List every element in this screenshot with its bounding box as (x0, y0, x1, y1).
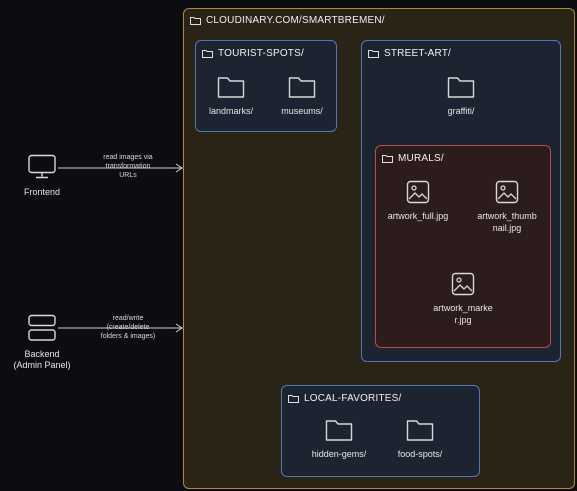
edge-label-line: read images via (103, 154, 153, 161)
folder-node-graffiti: graffiti/ (431, 75, 491, 117)
edge-label-line: folders & images) (100, 333, 156, 340)
folder-label: hidden-gems/ (311, 449, 367, 459)
folder-icon (288, 395, 299, 403)
folder-icon (406, 420, 434, 441)
group-title-tourist: TOURIST-SPOTS/ (218, 48, 304, 59)
group-header-root: CLOUDINARY.COM/SMARTBREMEN/ (190, 15, 385, 26)
folder-icon (288, 77, 316, 98)
folder-icon (202, 50, 213, 58)
folder-label: museums/ (281, 106, 323, 116)
image-icon (406, 180, 430, 204)
group-local-favorites (281, 385, 480, 477)
actor-label: Frontend (23, 187, 61, 197)
image-icon (451, 272, 475, 296)
image-label-line1: artwork_marke (433, 303, 493, 313)
folder-icon (368, 50, 379, 58)
edge-label-backend: read/write (create/delete folders & imag… (88, 314, 168, 341)
actor-label-line2: (Admin Panel) (13, 360, 71, 370)
folder-node-landmarks: landmarks/ (201, 75, 261, 117)
group-header-murals: MURALS/ (382, 153, 444, 164)
actor-backend: Backend (Admin Panel) (6, 314, 78, 371)
image-label: artwork_full.jpg (387, 211, 449, 221)
edge-label-line: URLs (119, 172, 137, 179)
image-label-line2: nail.jpg (492, 223, 522, 233)
folder-icon (190, 17, 201, 25)
image-node-artwork-full: artwork_full.jpg (383, 180, 453, 222)
image-label-line2: r.jpg (454, 315, 472, 325)
edge-label-frontend: read images via transformation URLs (88, 153, 168, 180)
group-header-street: STREET-ART/ (368, 48, 451, 59)
folder-label: landmarks/ (208, 106, 253, 116)
image-node-artwork-marker: artwork_marke r.jpg (426, 272, 500, 326)
image-node-artwork-thumbnail: artwork_thumb nail.jpg (470, 180, 544, 234)
edge-label-line: transformation (105, 163, 151, 170)
folder-label: graffiti/ (447, 106, 475, 116)
actor-label-line1: Backend (24, 349, 60, 359)
actor-frontend: Frontend (14, 154, 70, 198)
group-title-murals: MURALS/ (398, 153, 444, 164)
server-icon (28, 314, 56, 341)
group-murals (375, 145, 551, 348)
monitor-icon (28, 154, 56, 179)
edge-label-line: read/write (112, 315, 144, 322)
folder-icon (325, 420, 353, 441)
folder-node-food-spots: food-spots/ (385, 418, 455, 460)
folder-icon (382, 155, 393, 163)
group-header-local: LOCAL-FAVORITES/ (288, 393, 401, 404)
folder-label: food-spots/ (397, 449, 443, 459)
group-header-tourist: TOURIST-SPOTS/ (202, 48, 304, 59)
group-title-local: LOCAL-FAVORITES/ (304, 393, 402, 404)
folder-node-museums: museums/ (272, 75, 332, 117)
folder-icon (447, 77, 475, 98)
folder-icon (217, 77, 245, 98)
image-label-line1: artwork_thumb (477, 211, 537, 221)
edge-backend-arrow (58, 323, 183, 333)
group-title-root: CLOUDINARY.COM/SMARTBREMEN/ (206, 15, 385, 26)
folder-node-hidden-gems: hidden-gems/ (304, 418, 374, 460)
image-icon (495, 180, 519, 204)
group-title-street: STREET-ART/ (384, 48, 452, 59)
edge-label-line: (create/delete (106, 324, 150, 331)
edge-frontend-arrow (58, 163, 183, 173)
